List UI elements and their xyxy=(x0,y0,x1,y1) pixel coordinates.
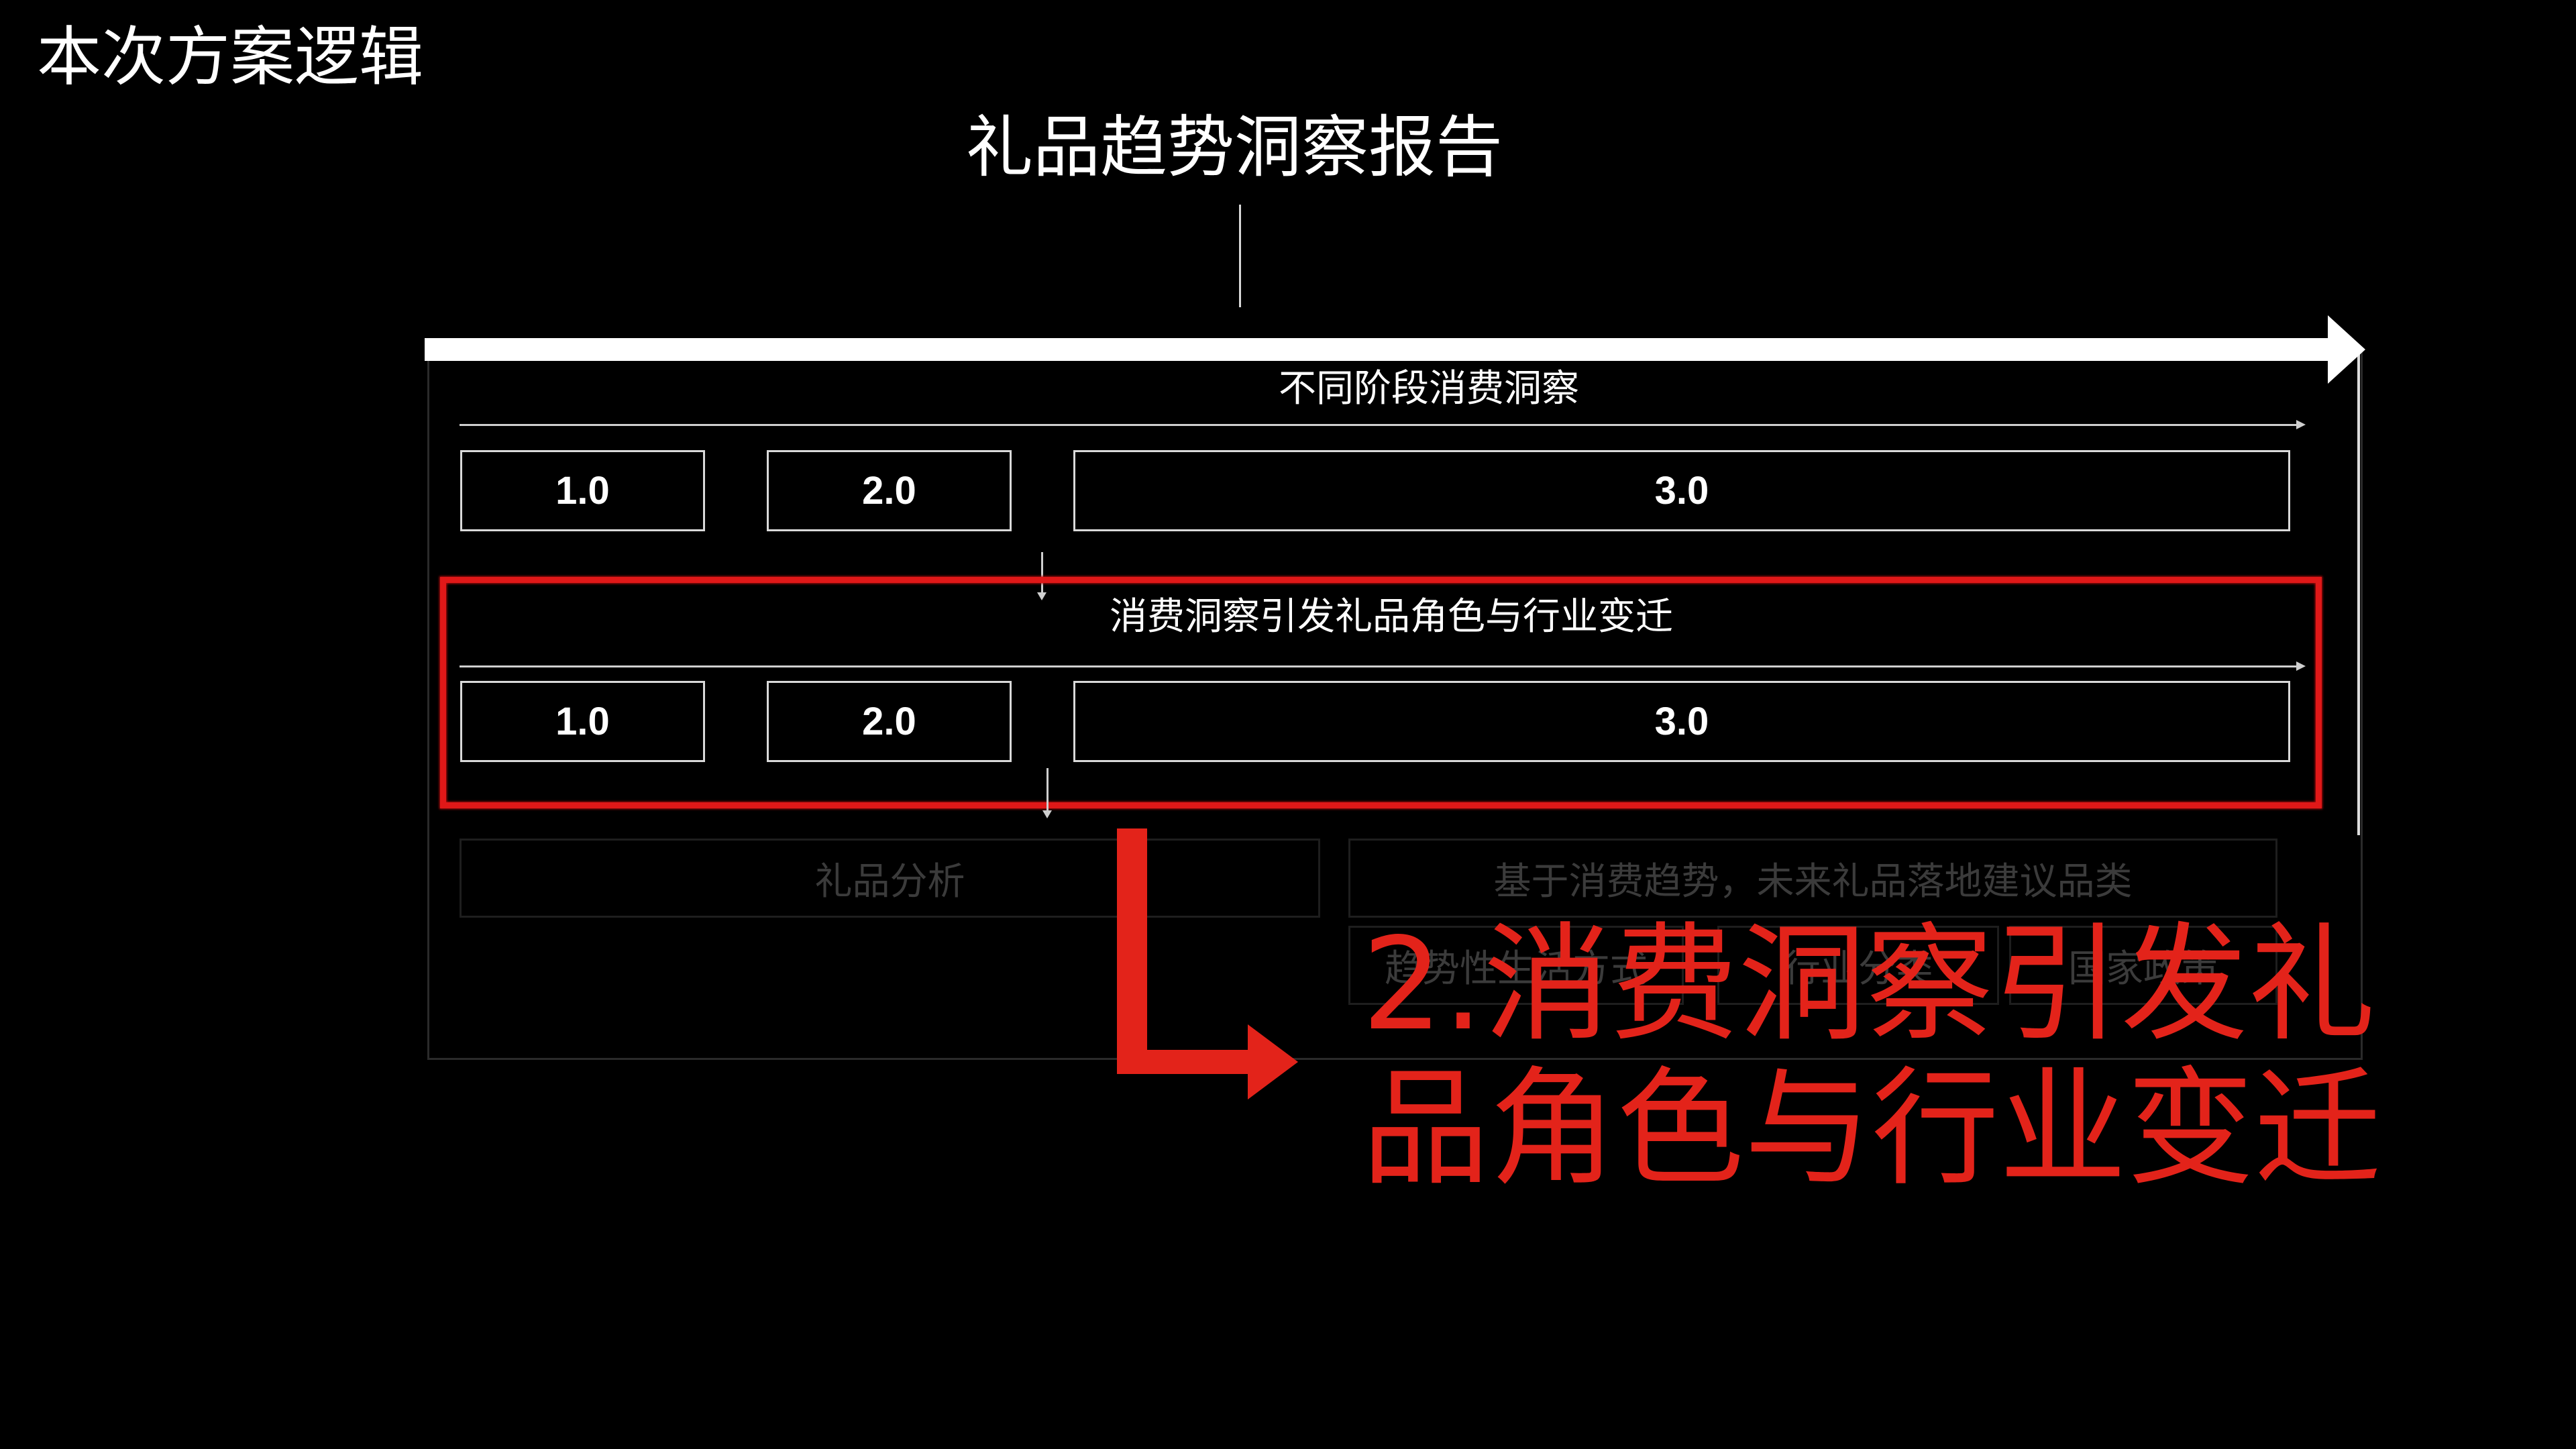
sub-item-industry: 行业分类 xyxy=(1717,926,1999,1005)
report-title: 礼品趋势洞察报告 xyxy=(966,108,1503,186)
callout-line-2: 品角色与行业变迁 xyxy=(1362,1055,2382,1203)
section2-label: 消费洞察引发礼品角色与行业变迁 xyxy=(1110,595,1673,639)
slide-title: 本次方案逻辑 xyxy=(37,19,423,95)
section2-arrow xyxy=(460,661,2306,671)
callout-line-1: 2.消费洞察引发礼 xyxy=(1362,910,2376,1059)
section1-stage-2: 2.0 xyxy=(767,450,1012,531)
callout-arrow-head xyxy=(1248,1024,1298,1099)
section2-stage-2: 2.0 xyxy=(767,681,1012,762)
callout-arrow-bar xyxy=(1117,1050,1254,1074)
section1-label: 不同阶段消费洞察 xyxy=(1279,367,1579,411)
section2-down-arrow xyxy=(1042,768,1052,818)
section1-stage-1: 1.0 xyxy=(460,450,705,531)
section1-stage-3: 3.0 xyxy=(1073,450,2290,531)
section2-stage-3: 3.0 xyxy=(1073,681,2290,762)
connector-line xyxy=(1239,205,1241,307)
frame-right-edge xyxy=(2357,352,2360,835)
recommendation-box: 基于消费趋势，未来礼品落地建议品类 xyxy=(1348,839,2277,918)
callout-arrow-stem xyxy=(1117,828,1147,1073)
timeline-arrow-head xyxy=(2328,315,2365,384)
section2-stage-1: 1.0 xyxy=(460,681,705,762)
section1-arrow xyxy=(460,420,2306,429)
gift-analysis-box: 礼品分析 xyxy=(460,839,1320,918)
sub-item-policy: 国家政策 xyxy=(2009,926,2277,1005)
sub-item-lifestyle: 趋势性生活方式 xyxy=(1348,926,1684,1005)
section1-down-arrow xyxy=(1037,552,1046,600)
callout-text: 2.消费洞察引发礼 品角色与行业变迁 xyxy=(1362,912,2502,1201)
highlight-box xyxy=(440,577,2322,808)
timeline-arrow xyxy=(425,338,2340,361)
